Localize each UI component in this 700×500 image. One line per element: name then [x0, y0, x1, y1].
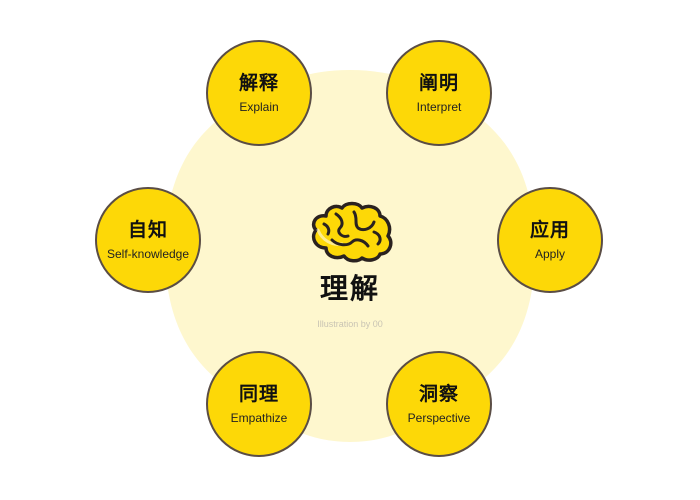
node-empathize-en: Empathize — [230, 411, 288, 425]
node-apply: 应用 Apply — [497, 187, 603, 293]
node-perspective-en: Perspective — [407, 411, 471, 425]
brain-icon — [311, 201, 393, 263]
node-apply-en: Apply — [534, 247, 566, 261]
node-self-knowledge-zh: 自知 — [127, 219, 168, 241]
node-explain-zh: 解释 — [238, 72, 279, 94]
brain-fold-4 — [372, 230, 382, 246]
node-interpret-zh: 阐明 — [418, 72, 459, 94]
node-perspective-zh: 洞察 — [418, 383, 459, 405]
node-empathize: 同理 Empathize — [206, 351, 312, 457]
node-explain-en: Explain — [239, 100, 279, 114]
node-explain: 解释 Explain — [206, 40, 312, 146]
node-self-knowledge-en: Self-knowledge — [106, 247, 190, 261]
node-interpret-en: Interpret — [416, 100, 462, 114]
node-self-knowledge: 自知 Self-knowledge — [95, 187, 201, 293]
brain-fold-5 — [322, 222, 331, 236]
node-empathize-zh: 同理 — [238, 383, 279, 405]
node-perspective: 洞察 Perspective — [386, 351, 492, 457]
brain-shape — [311, 201, 393, 263]
center-title: 理解 — [319, 272, 380, 305]
illustration-credit: Illustration by 00 — [317, 319, 383, 329]
node-interpret: 阐明 Interpret — [386, 40, 492, 146]
brain-fold-1 — [334, 212, 350, 238]
node-apply-zh: 应用 — [529, 219, 570, 241]
brain-fold-3 — [330, 238, 370, 248]
brain-fold-2 — [352, 210, 376, 232]
